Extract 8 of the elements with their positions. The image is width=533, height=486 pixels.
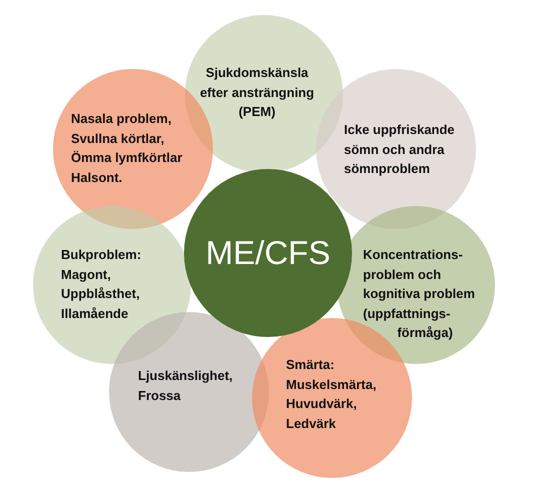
symptom-label: Nasala problem, Svullna körtlar, Ömma lymfkörtlar Halsont. <box>71 110 184 186</box>
symptom-label: Ljuskänslighet, Frossa <box>138 367 234 404</box>
symptom-label: Bukproblem: Magont, Uppblåsthet, Illamående <box>61 246 142 322</box>
symptom-label: Koncentrations- problem och kognitiva problem (uppfattnings- förmåga) <box>363 246 476 342</box>
center-label: ME/CFS <box>204 233 332 273</box>
symptom-label: Sjukdomskänsla efter ansträngning (PEM) <box>198 64 316 121</box>
symptom-label: Icke uppfriskande sömn och andra sömnproblem <box>344 121 456 178</box>
symptom-label: Smärta: Muskelsmärta, Huvudvärk, Ledvärk <box>286 356 378 432</box>
